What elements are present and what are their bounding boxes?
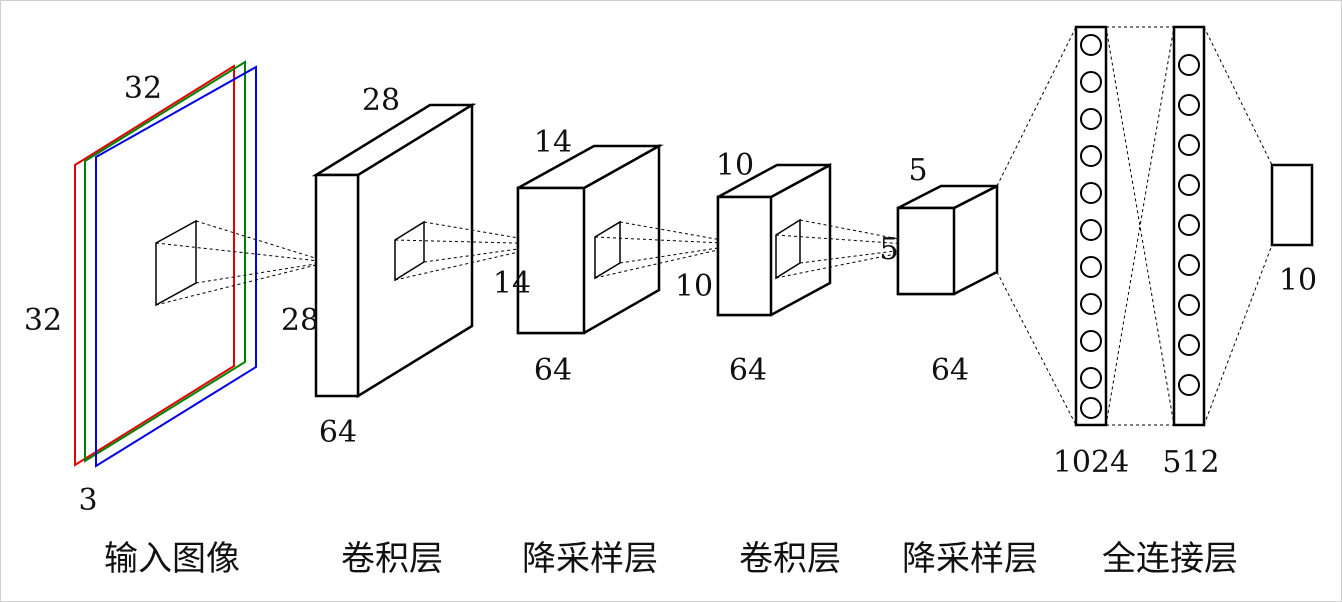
conv1-width-label: 28 xyxy=(362,83,400,118)
neuron xyxy=(1080,256,1102,278)
neuron xyxy=(1080,219,1102,241)
pool2-height-label: 5 xyxy=(879,232,898,267)
neuron xyxy=(1178,54,1200,76)
pool1-width-label: 14 xyxy=(534,125,572,160)
fc1024-label: 1024 xyxy=(1053,445,1129,480)
neuron xyxy=(1178,334,1200,356)
pool2-block: 5 5 64 xyxy=(879,153,999,388)
output-box xyxy=(1270,163,1314,247)
conv2-front xyxy=(716,195,773,317)
input-plane-red xyxy=(74,64,235,467)
caption-conv2: 卷积层 xyxy=(739,539,841,579)
conv2-block: 10 10 64 xyxy=(675,148,936,388)
pool1-front xyxy=(516,186,586,335)
input-height-label: 32 xyxy=(24,303,62,338)
fc-layer-1024: 1024 xyxy=(1053,25,1129,480)
conv2-depth-label: 64 xyxy=(729,353,767,388)
pool1-block: 14 14 64 xyxy=(493,125,745,388)
fc-layer-512: 512 xyxy=(1162,25,1220,480)
caption-pool2: 降采样层 xyxy=(902,539,1038,579)
caption-input: 输入图像 xyxy=(104,539,240,579)
fc-output-layer: 10 xyxy=(1270,163,1317,298)
conv2-width-label: 10 xyxy=(716,148,754,183)
conv2-height-label: 10 xyxy=(675,269,713,304)
input-width-label: 32 xyxy=(124,71,162,106)
neuron xyxy=(1178,294,1200,316)
input-image: 32 32 3 xyxy=(24,60,329,518)
input-plane-green xyxy=(84,60,246,463)
input-channels-label: 3 xyxy=(78,483,97,518)
conv1-front xyxy=(314,173,360,398)
input-projection-lines xyxy=(155,220,329,306)
output-label: 10 xyxy=(1279,263,1317,298)
conv1-height-label: 28 xyxy=(281,303,319,338)
neuron xyxy=(1178,254,1200,276)
pool2-front xyxy=(896,206,956,296)
input-plane-blue xyxy=(95,65,257,468)
neuron xyxy=(1080,397,1102,419)
neuron xyxy=(1178,134,1200,156)
captions: 输入图像 卷积层 降采样层 卷积层 降采样层 全连接层 xyxy=(104,539,1238,579)
neuron xyxy=(1080,330,1102,352)
neuron xyxy=(1178,94,1200,116)
caption-conv1: 卷积层 xyxy=(341,539,443,579)
caption-pool1: 降采样层 xyxy=(522,539,658,579)
neuron xyxy=(1080,108,1102,130)
pool1-depth-label: 64 xyxy=(534,353,572,388)
pool2-depth-label: 64 xyxy=(931,353,969,388)
neuron xyxy=(1080,293,1102,315)
caption-fc: 全连接层 xyxy=(1102,539,1238,579)
neuron xyxy=(1178,374,1200,396)
neuron xyxy=(1080,71,1102,93)
pool2-width-label: 5 xyxy=(908,153,927,188)
pool1-height-label: 14 xyxy=(493,266,531,301)
fc512-label: 512 xyxy=(1162,445,1219,480)
neuron xyxy=(1178,214,1200,236)
neuron xyxy=(1080,145,1102,167)
neuron xyxy=(1080,34,1102,56)
conv1-depth-label: 64 xyxy=(319,415,357,450)
neuron xyxy=(1178,174,1200,196)
neuron xyxy=(1080,367,1102,389)
neuron xyxy=(1080,182,1102,204)
fc-connections xyxy=(996,26,1273,426)
